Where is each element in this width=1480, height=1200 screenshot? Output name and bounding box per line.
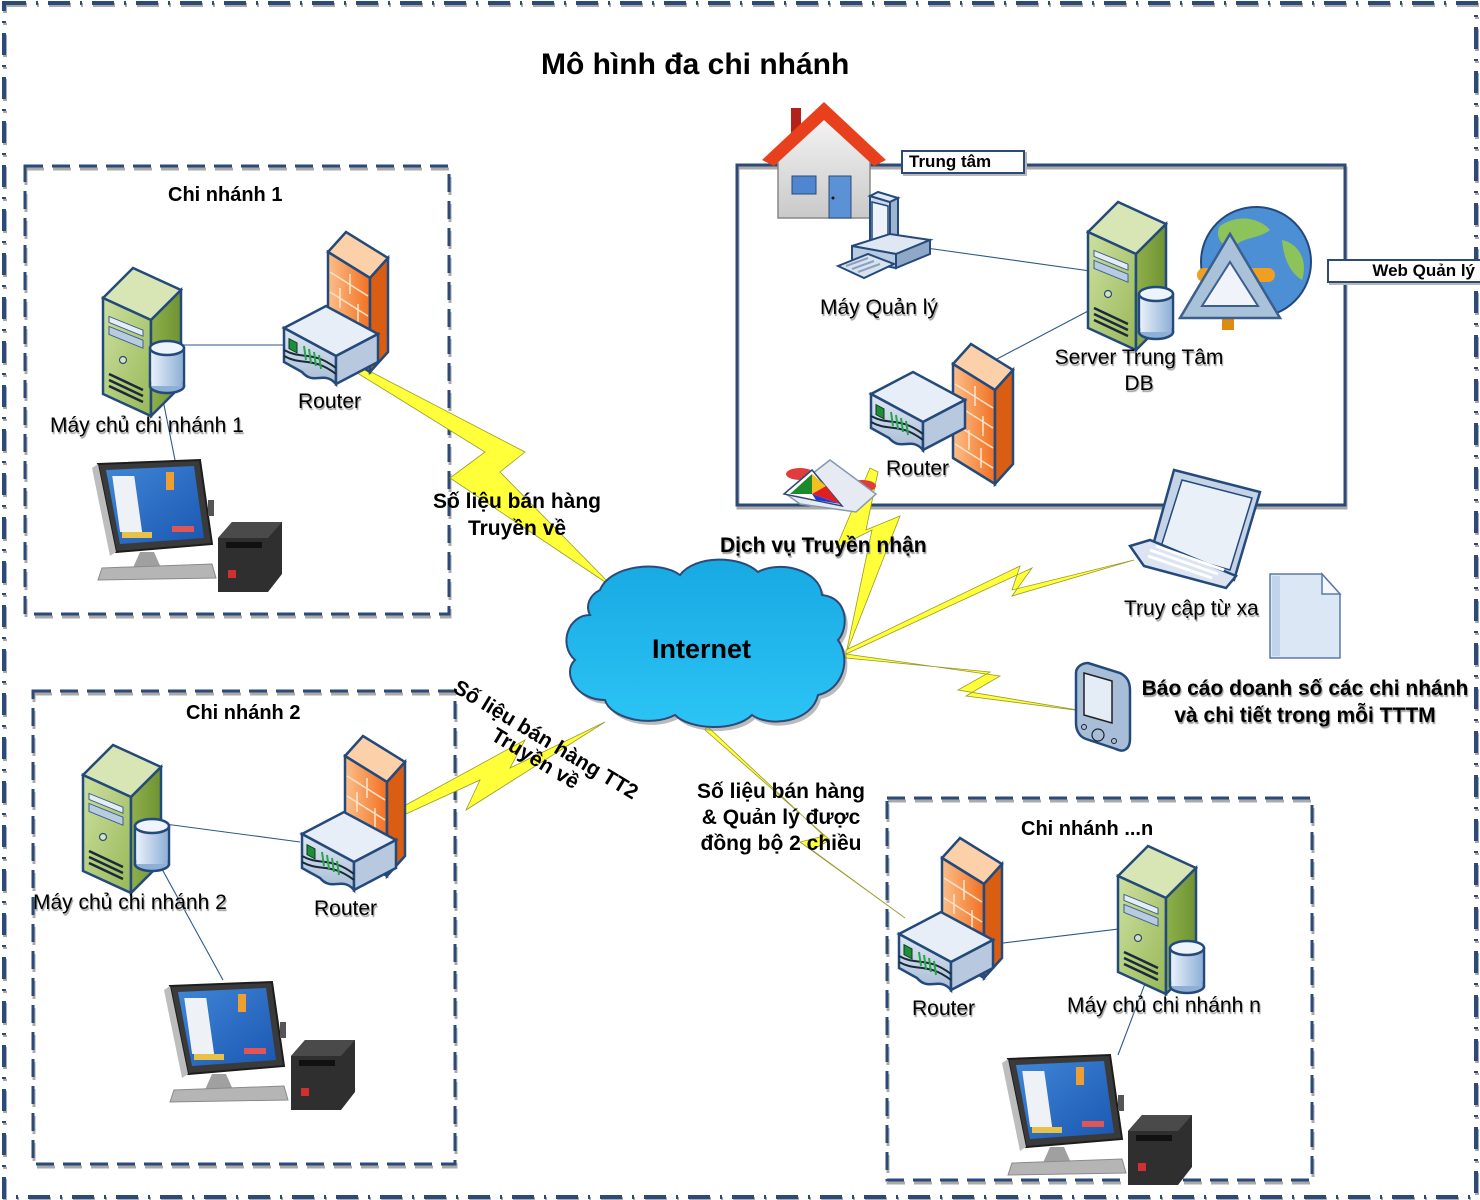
sales-report-label-line1: Báo cáo doanh số các chi nhánh	[1141, 677, 1469, 700]
branch1-receipt-printer-icon	[218, 522, 282, 592]
report-document-icon	[1269, 572, 1342, 659]
branch-2-router-label: Router	[314, 897, 378, 920]
branch-1-frame	[23, 164, 451, 616]
center-server-label-line2: DB	[1124, 372, 1154, 395]
center-router-icon	[869, 370, 967, 452]
sales-report-label-line2: và chi tiết trong mỗi TTTM	[1174, 704, 1436, 727]
branch1-link-label-line2: Truyền về	[467, 517, 567, 540]
branchn-link-label-line1: Số liệu bán hàng	[696, 780, 865, 803]
lightning-pda	[845, 653, 1091, 713]
center-frame	[735, 163, 1347, 507]
branch2-pos-terminal-icon	[163, 981, 289, 1103]
lightning-branchn	[704, 725, 906, 919]
branch-2-frame	[31, 689, 457, 1166]
branch-1-title: Chi nhánh 1	[168, 184, 283, 206]
branch-1-server-label: Máy chủ chi nhánh 1	[50, 414, 244, 437]
center-router-label: Router	[886, 457, 950, 480]
internet-cloud-icon	[565, 558, 848, 732]
laptop-icon	[1127, 468, 1262, 590]
branchn-database-icon	[1168, 939, 1206, 995]
house-icon	[762, 102, 886, 219]
internet-label: Internet	[652, 634, 752, 664]
branchn-link-label-line2: & Quản lý được	[701, 806, 861, 829]
pda-icon	[1074, 661, 1132, 752]
branch-2-title: Chi nhánh 2	[186, 702, 301, 724]
branch1-database-icon	[148, 339, 186, 395]
branchn-pos-terminal-icon	[1001, 1054, 1127, 1176]
branch-1-router-label: Router	[298, 390, 362, 413]
server-router-link	[994, 309, 1091, 361]
desktop-computer-icon	[835, 190, 934, 280]
branch2-database-icon	[133, 817, 171, 873]
web-management-tag: Web Quản lý	[1327, 259, 1480, 283]
web-app-icon	[1177, 231, 1283, 330]
transfer-service-icon	[782, 459, 878, 513]
transfer-service-label: Dịch vụ Truyền nhận	[720, 534, 927, 557]
manager-pc-label: Máy Quản lý	[820, 296, 938, 319]
lightning-laptop	[845, 559, 1135, 655]
lightning-branch2	[403, 721, 606, 815]
diagram-title: Mô hình đa chi nhánh	[541, 48, 850, 81]
branch1-link-label-line1: Số liệu bán hàng	[432, 490, 601, 513]
center-database-icon	[1137, 285, 1175, 341]
branchn-link-label-line3: đồng bộ 2 chiều	[700, 832, 862, 855]
center-server-label-line1: Server Trung Tâm	[1054, 346, 1224, 369]
remote-access-label: Truy cập từ xa	[1124, 597, 1259, 620]
branch1-pos-terminal-icon	[91, 459, 217, 581]
branch2-receipt-printer-icon	[291, 1040, 355, 1110]
lightning-links	[345, 361, 1135, 919]
center-tag: Trung tâm	[901, 150, 1025, 174]
branch-n-router-label: Router	[912, 997, 976, 1020]
branch-n-title: Chi nhánh ...n	[1021, 818, 1154, 840]
branch-2-server-label: Máy chủ chi nhánh 2	[33, 891, 227, 914]
lightning-branch1	[345, 361, 615, 589]
branchn-receipt-printer-icon	[1128, 1115, 1192, 1185]
branch-n-server-label: Máy chủ chi nhánh n	[1067, 994, 1261, 1017]
